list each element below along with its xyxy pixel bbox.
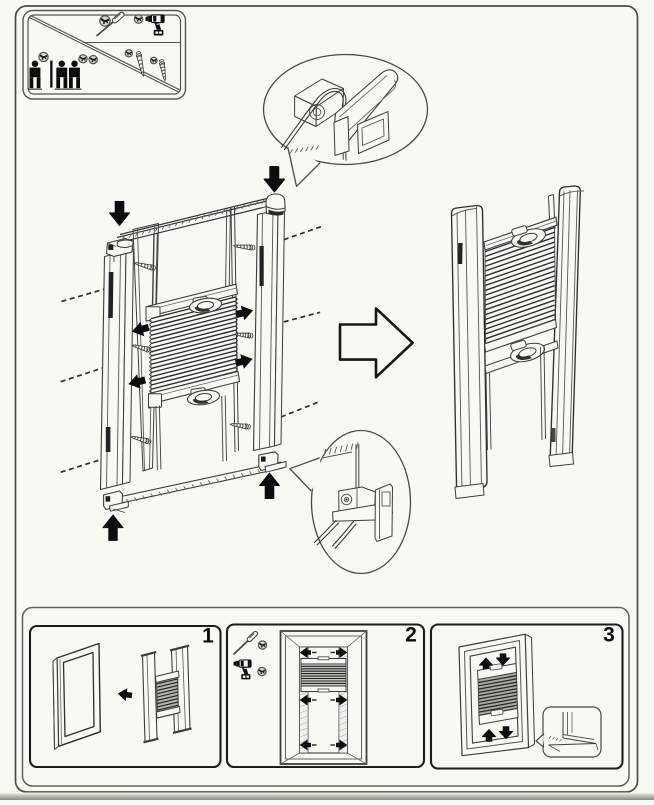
svg-text:2: 2 (405, 624, 417, 647)
svg-text:1: 1 (202, 625, 214, 648)
svg-text:3: 3 (603, 624, 615, 647)
